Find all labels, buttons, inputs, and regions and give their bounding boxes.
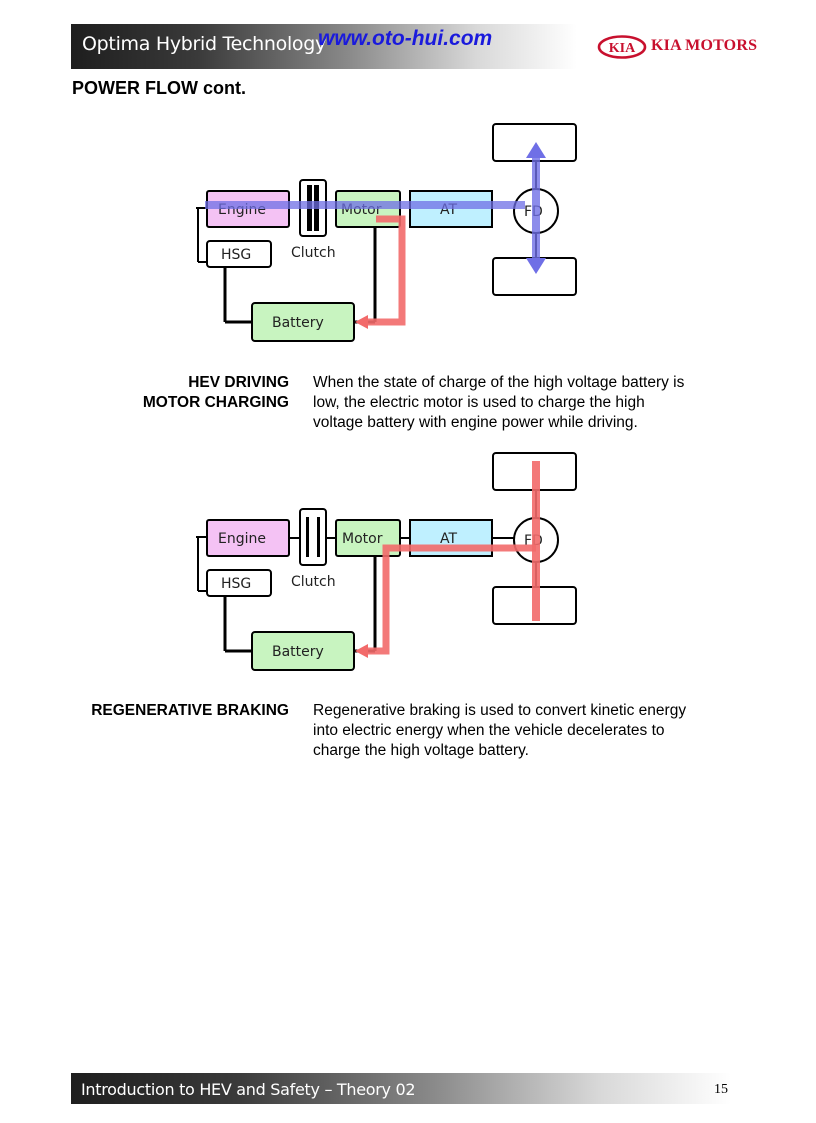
power-flow-diagram-regenerative-braking: Engine HSG Clutch Motor AT FD Battery xyxy=(196,452,577,671)
page-number: 15 xyxy=(714,1082,728,1097)
clutch-box xyxy=(299,508,327,566)
section-label-line1: REGENERATIVE BRAKING xyxy=(91,702,289,719)
section-description-hev-driving: When the state of charge of the high vol… xyxy=(313,373,733,433)
power-flow-diagram-hev-driving: Engine HSG Clutch Motor AT FD Battery xyxy=(196,123,577,342)
logo-emblem-text: KIA xyxy=(609,41,636,56)
header-bar xyxy=(71,24,577,69)
section-description-regenerative-braking: Regenerative braking is used to convert … xyxy=(313,701,733,761)
clutch-label: Clutch xyxy=(291,245,336,261)
description-line: low, the electric motor is used to charg… xyxy=(313,394,645,411)
battery-box xyxy=(251,631,355,671)
motor-label: Motor xyxy=(342,531,383,547)
description-line: When the state of charge of the high vol… xyxy=(313,374,685,391)
battery-box xyxy=(251,302,355,342)
kia-logo: KIA xyxy=(597,35,647,59)
section-label-line1: HEV DRIVING xyxy=(188,374,289,391)
header-url[interactable]: www.oto-hui.com xyxy=(318,27,493,50)
description-line: charge the high voltage battery. xyxy=(313,742,529,759)
hsg-label: HSG xyxy=(221,247,251,263)
description-line: into electric energy when the vehicle de… xyxy=(313,722,665,739)
footer-bar xyxy=(71,1073,731,1104)
hsg-box xyxy=(206,240,272,268)
description-line: Regenerative braking is used to convert … xyxy=(313,702,687,719)
engine-label: Engine xyxy=(218,531,266,547)
section-label-regenerative-braking: REGENERATIVE BRAKING xyxy=(60,701,289,721)
engine-box xyxy=(206,519,290,557)
at-label: AT xyxy=(440,531,457,547)
page-title: POWER FLOW cont. xyxy=(72,78,246,98)
battery-label: Battery xyxy=(272,315,324,331)
section-label-hev-driving: HEV DRIVING MOTOR CHARGING xyxy=(90,373,289,413)
header-title: Optima Hybrid Technology xyxy=(82,33,326,55)
hsg-label: HSG xyxy=(221,576,251,592)
logo-text: KIA MOTORS xyxy=(651,37,758,54)
hsg-box xyxy=(206,569,272,597)
clutch-label: Clutch xyxy=(291,574,336,590)
footer-text: Introduction to HEV and Safety – Theory … xyxy=(81,1080,416,1099)
battery-label: Battery xyxy=(272,644,324,660)
section-label-line2: MOTOR CHARGING xyxy=(142,394,289,411)
description-line: voltage battery with engine power while … xyxy=(313,414,638,431)
